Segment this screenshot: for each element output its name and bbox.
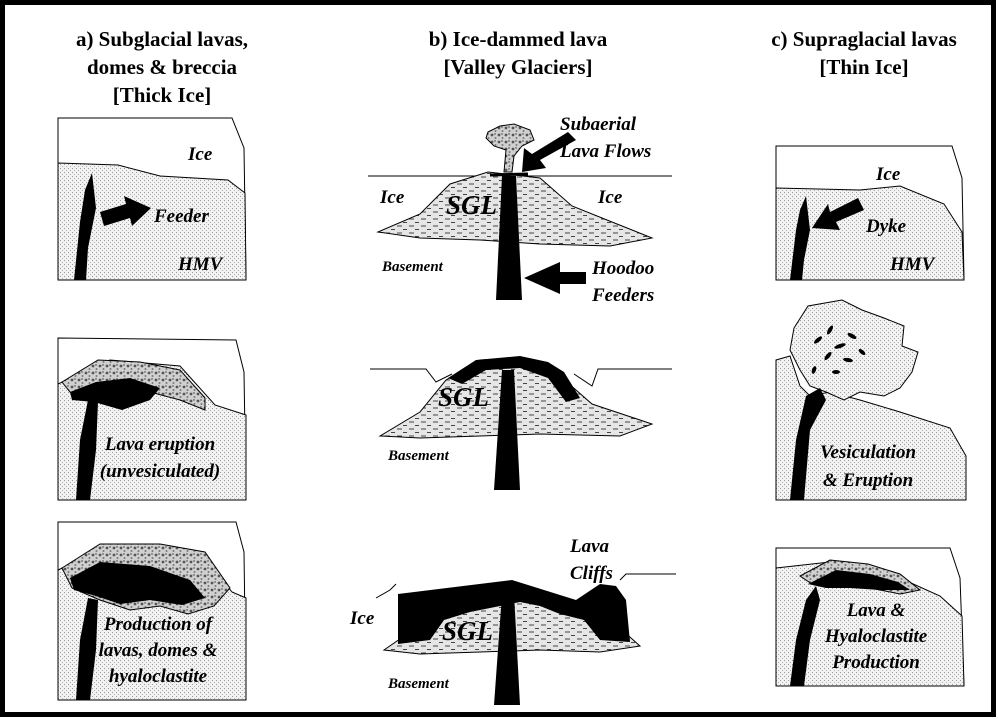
dyke-label: Dyke — [865, 216, 907, 237]
basement-label: Basement — [381, 259, 444, 275]
caption-line1: Production of — [103, 614, 214, 635]
caption-line2: (unvesiculated) — [100, 461, 220, 482]
panel-c3: Lava & Hyaloclastite Production — [776, 548, 964, 686]
column-c-title-line2: [Thin Ice] — [819, 55, 908, 79]
ice-label: Ice — [187, 144, 213, 165]
sgl-label: SGL — [446, 190, 497, 220]
panel-c1: Ice Dyke HMV — [776, 146, 964, 280]
panel-b1: Subaerial Lava Flows Ice Ice SGL Basemen… — [368, 114, 672, 306]
column-c-header: c) Supraglacial lavas [Thin Ice] — [771, 27, 957, 79]
caption-line1: Vesiculation — [820, 442, 916, 463]
panel-b2: SGL Basement — [370, 356, 672, 490]
ice-label: Ice — [349, 608, 375, 629]
column-a-title-line2: domes & breccia — [87, 55, 238, 79]
subaerial-label-line1: Subaerial — [560, 114, 637, 135]
cliffs-label-line1: Lava — [569, 536, 610, 557]
caption-line2: & Eruption — [823, 470, 913, 491]
feeder-label: Feeder — [153, 206, 209, 227]
ice-left-label: Ice — [379, 187, 405, 208]
caption-line2: lavas, domes & — [99, 640, 218, 661]
panel-a1: Ice Feeder HMV — [58, 118, 246, 280]
basement-label: Basement — [387, 448, 450, 464]
caption-line1: Lava eruption — [104, 434, 215, 455]
panel-c2: Vesiculation & Eruption — [776, 300, 966, 500]
column-b-header: b) Ice-dammed lava [Valley Glaciers] — [429, 27, 608, 79]
column-b-title-line2: [Valley Glaciers] — [443, 55, 592, 79]
ice-right-label: Ice — [597, 187, 623, 208]
ice-label: Ice — [875, 164, 901, 185]
panel-b3: Lava Cliffs Ice SGL Basement — [349, 536, 676, 705]
basement-label: Basement — [387, 676, 450, 692]
column-c-title-line1: c) Supraglacial lavas — [771, 27, 957, 51]
panel-a2: Lava eruption (unvesiculated) — [58, 338, 246, 500]
column-a-title-line3: [Thick Ice] — [113, 83, 212, 107]
subaerial-label-line2: Lava Flows — [559, 141, 651, 162]
cliffs-label-line2: Cliffs — [570, 563, 613, 584]
sgl-label: SGL — [438, 382, 489, 412]
hmv-label: HMV — [889, 254, 936, 275]
column-a-title-line1: a) Subglacial lavas, — [76, 27, 248, 51]
column-b-title-line1: b) Ice-dammed lava — [429, 27, 608, 51]
caption-line2: Hyaloclastite — [824, 626, 928, 647]
panel-a3: Production of lavas, domes & hyaloclasti… — [58, 522, 246, 700]
caption-line1: Lava & — [846, 600, 906, 621]
caption-line3: Production — [831, 652, 920, 673]
sgl-label: SGL — [442, 616, 493, 646]
hoodoo-label-line2: Feeders — [591, 285, 654, 306]
arrow-icon — [524, 262, 586, 294]
hmv-label: HMV — [177, 254, 224, 275]
caption-line3: hyaloclastite — [109, 666, 208, 687]
eruption-plume — [790, 300, 918, 400]
column-a-header: a) Subglacial lavas, domes & breccia [Th… — [76, 27, 248, 107]
hoodoo-label-line1: Hoodoo — [591, 258, 654, 279]
